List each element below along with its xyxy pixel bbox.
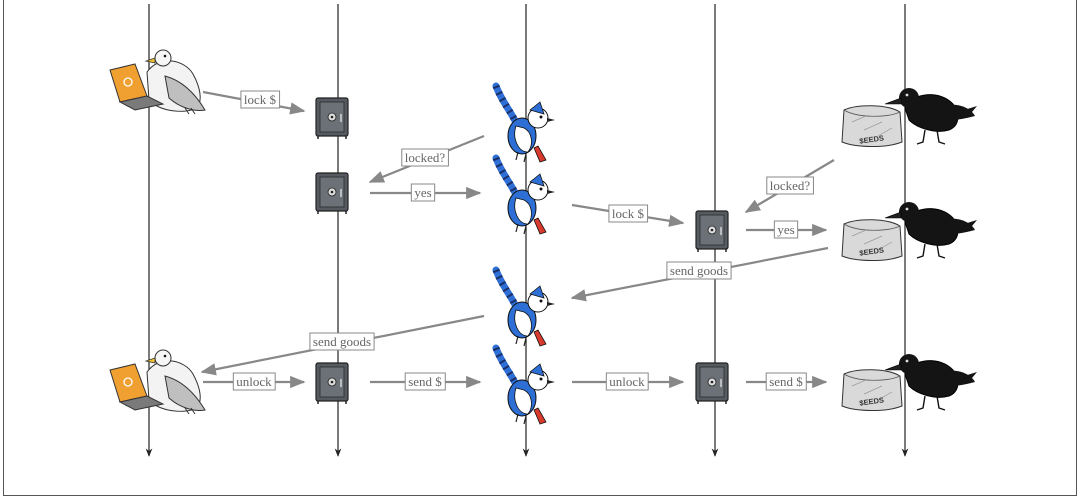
seeds-bag-icon: $EEDS xyxy=(841,105,903,147)
svg-text:unlock: unlock xyxy=(609,374,645,389)
message-label-yes: yes xyxy=(773,220,799,239)
safe-icon xyxy=(315,362,349,405)
message-label-send-goods: send goods xyxy=(309,332,375,351)
svg-text:send goods: send goods xyxy=(670,263,728,278)
message-label-send-goods: send goods xyxy=(666,261,732,280)
seeds-bag-label: $EEDS xyxy=(859,395,885,407)
message-label-send-money: send $ xyxy=(765,372,807,391)
message-label-lock: lock $ xyxy=(240,90,281,109)
seagull-with-laptop-icon xyxy=(109,49,206,115)
svg-text:send $: send $ xyxy=(769,374,803,389)
seeds-bag-label: $EEDS xyxy=(859,133,885,145)
svg-text:yes: yes xyxy=(777,222,794,237)
message-label-unlock: unlock xyxy=(232,372,276,391)
message-labels: lock $ locked? yes lock $ locked? yes se… xyxy=(232,90,814,391)
seeds-bag-icon: $EEDS xyxy=(841,219,903,261)
seeds-bag-icon: $EEDS xyxy=(841,369,903,411)
actor-icons: $EEDS $EEDS $EEDS xyxy=(109,49,978,424)
safe-icon xyxy=(695,362,729,405)
message-label-lock: lock $ xyxy=(608,204,649,223)
svg-text:yes: yes xyxy=(414,185,431,200)
safe-icon xyxy=(315,97,349,140)
svg-text:send $: send $ xyxy=(408,374,442,389)
svg-text:unlock: unlock xyxy=(236,374,272,389)
message-label-yes: yes xyxy=(410,183,436,202)
message-label-locked-query: locked? xyxy=(766,176,814,195)
svg-text:send goods: send goods xyxy=(313,334,371,349)
seeds-bag-label: $EEDS xyxy=(859,245,885,257)
message-label-send-money: send $ xyxy=(404,372,446,391)
svg-text:lock $: lock $ xyxy=(244,92,277,107)
svg-text:locked?: locked? xyxy=(405,150,446,165)
message-label-locked-query: locked? xyxy=(401,148,449,167)
svg-text:lock $: lock $ xyxy=(612,206,645,221)
seagull-with-laptop-icon xyxy=(109,349,206,415)
safe-icon xyxy=(315,172,349,215)
safe-icon xyxy=(695,210,729,253)
message-label-unlock: unlock xyxy=(605,372,649,391)
svg-text:locked?: locked? xyxy=(770,178,811,193)
